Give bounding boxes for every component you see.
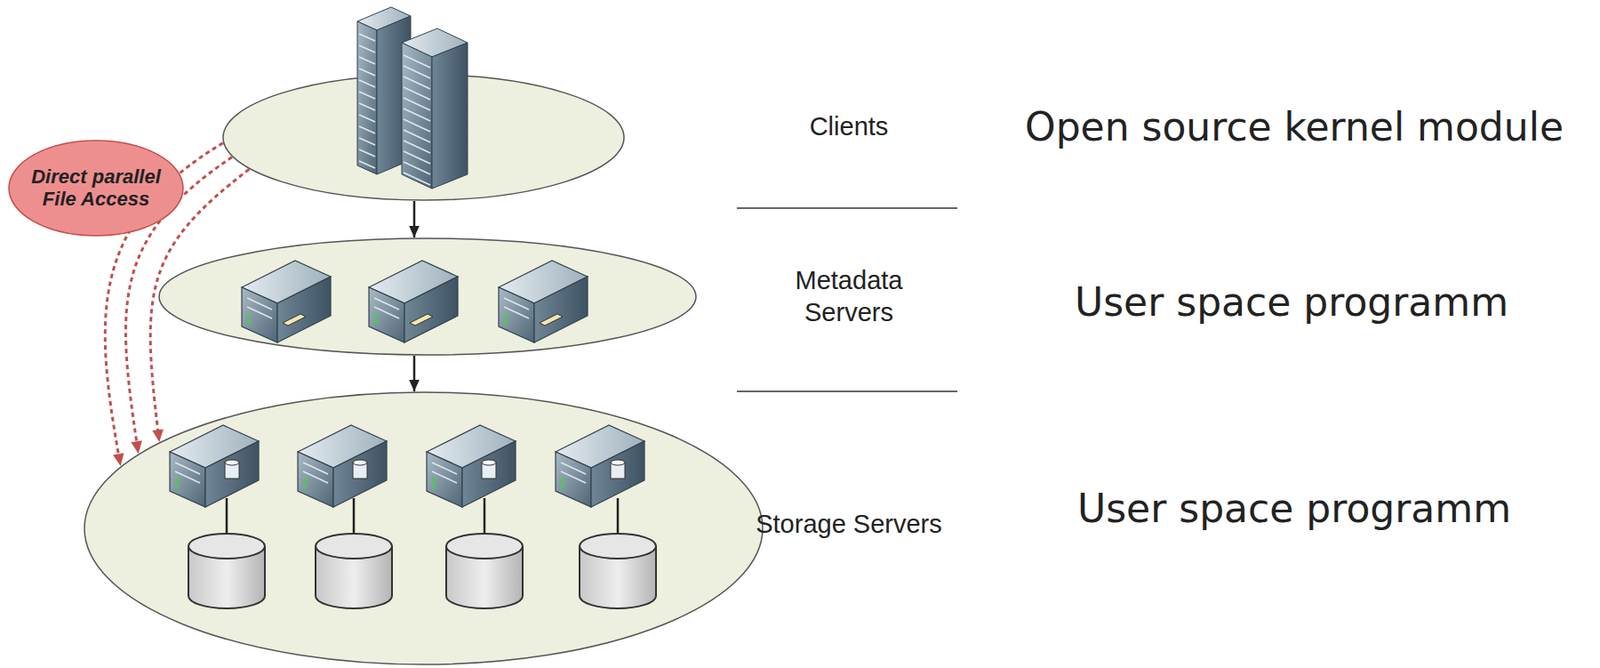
tier-note: User space programm xyxy=(991,279,1592,325)
tier-label: Storage Servers xyxy=(751,507,947,540)
arrow-head xyxy=(112,452,124,466)
arrow-head xyxy=(130,440,142,454)
tier-separator xyxy=(736,390,958,392)
disk-wire xyxy=(226,497,618,534)
ellipse-outline xyxy=(83,391,764,665)
tier-separator xyxy=(736,207,958,209)
access-callout: Direct parallel File Access xyxy=(8,139,184,237)
callout-label: Direct parallel File Access xyxy=(24,165,168,211)
tier-arrow xyxy=(408,200,420,238)
arrow-head xyxy=(408,225,420,238)
tier-note: Open source kernel module xyxy=(993,104,1595,150)
arrow-head xyxy=(152,428,164,442)
arrow-head xyxy=(408,379,420,392)
tier-arrow xyxy=(408,355,420,392)
client-rack xyxy=(357,7,468,189)
tier-label: Clients xyxy=(751,110,947,143)
tier-label: Metadata Servers xyxy=(751,264,947,329)
tier-note: User space programm xyxy=(993,485,1595,531)
storage-tier: Storage ServersUser space programm xyxy=(83,391,764,665)
